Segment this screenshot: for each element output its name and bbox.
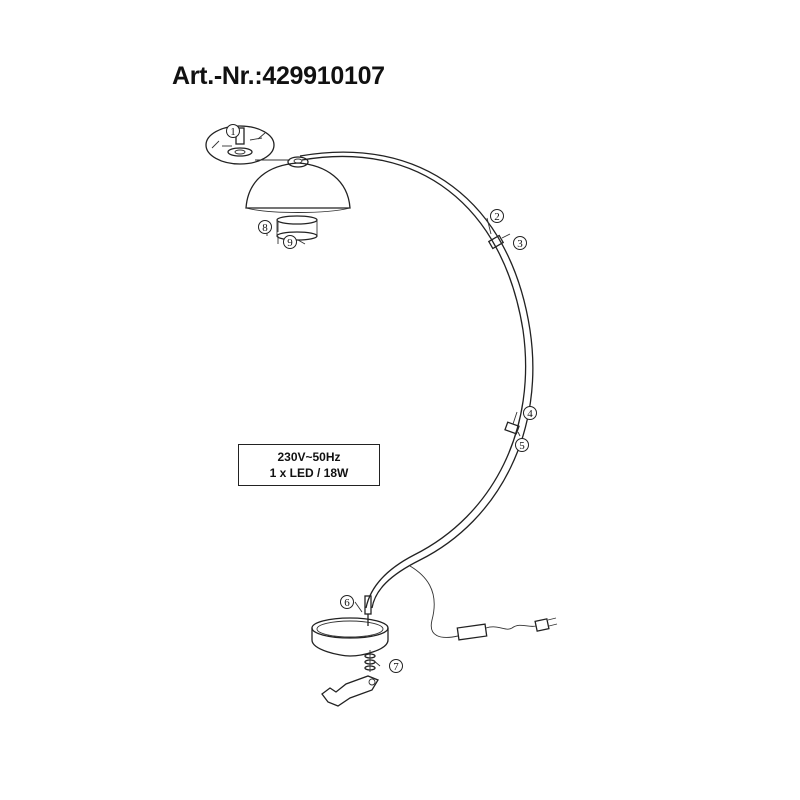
article-number-title: Art.-Nr.:429910107	[172, 62, 385, 90]
callout-6: 6	[340, 595, 354, 609]
electrical-spec-box: 230V~50Hz 1 x LED / 18W	[238, 444, 380, 486]
lamp-base	[311, 595, 389, 657]
power-plug-icon	[534, 617, 558, 632]
voltage-spec: 230V~50Hz	[277, 450, 341, 464]
callout-6-label: 6	[344, 597, 350, 609]
callout-9: 9	[283, 235, 297, 249]
callout-5-label: 5	[519, 440, 525, 452]
callout-4-label: 4	[527, 408, 533, 420]
callout-3-label: 3	[517, 238, 523, 250]
callout-1-label: 1	[230, 126, 236, 138]
callout-4: 4	[523, 406, 537, 420]
callout-8-label: 8	[262, 222, 268, 234]
lamp-shade	[245, 156, 351, 213]
pole-joint-lower	[504, 411, 521, 437]
callout-3: 3	[513, 236, 527, 250]
callout-8: 8	[258, 220, 272, 234]
callout-7-label: 7	[393, 661, 399, 673]
callout-1: 1	[226, 124, 240, 138]
lamp-spec: 1 x LED / 18W	[269, 466, 349, 480]
callout-2: 2	[490, 209, 504, 223]
callout-9-label: 9	[287, 237, 293, 249]
callout-5: 5	[515, 438, 529, 452]
assembly-arrows	[211, 132, 381, 667]
callout-2-label: 2	[494, 211, 500, 223]
pole-joint-upper	[486, 217, 511, 250]
led-module	[276, 215, 318, 244]
power-cable	[409, 565, 537, 641]
callout-7: 7	[389, 659, 403, 673]
arc-pole	[299, 151, 534, 609]
wrench-tool	[321, 675, 379, 707]
top-detail-inset	[205, 125, 290, 165]
